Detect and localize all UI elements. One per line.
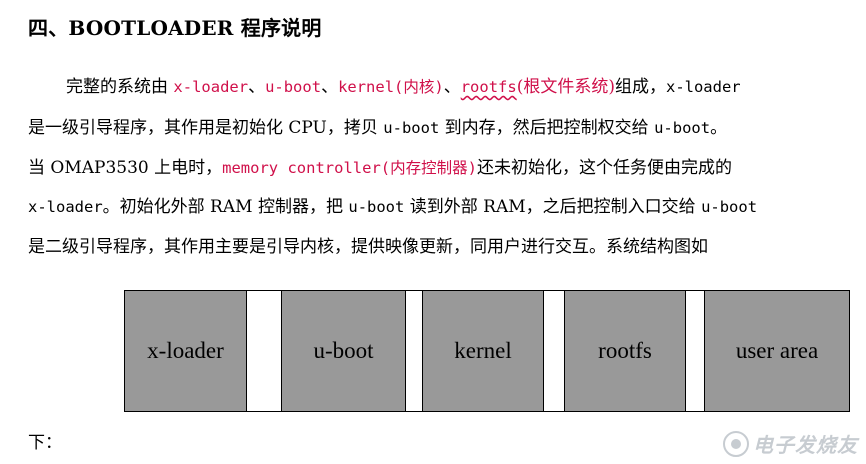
paragraph-line-4: x-loader。初始化外部 RAM 控制器，把 u-boot 读到外部 RAM… [28, 192, 757, 217]
section-heading: 四、BOOTLOADER 程序说明 [28, 16, 322, 40]
line1-indent: 完整的系统由 [66, 77, 174, 97]
paragraph-line-5: 是二级引导程序，其作用主要是引导内核，提供映像更新，同用户进行交互。系统结构图如 [28, 237, 708, 257]
term-rootfs: rootfs [460, 78, 517, 96]
line4-part1: 。初始化外部 RAM 控制器，把 [102, 197, 349, 217]
paragraph-line-3: 当 OMAP3530 上电时，memory controller(内存控制器)还… [28, 153, 732, 178]
line3-part1: 当 OMAP3530 上电时， [28, 158, 223, 178]
diagram-block-kernel: kernel [422, 289, 544, 412]
paragraph-line-6: 下： [28, 433, 62, 453]
diagram-block-user-area: user area [704, 289, 850, 412]
term-rootfs-note: (根文件系统) [516, 77, 615, 97]
term-memory-controller: memory controller(内存控制器) [222, 159, 477, 177]
paragraph-line-1: 完整的系统由 x-loader、u-boot、kernel(内核)、rootfs… [28, 72, 741, 97]
separator: 、 [248, 77, 266, 97]
term-uboot: u-boot [265, 78, 322, 96]
system-structure-diagram: x-loader u-boot kernel rootfs user area [124, 289, 850, 412]
separator: 、 [321, 77, 339, 97]
watermark-text: 电子发烧友 [753, 433, 858, 457]
watermark-logo-icon [723, 430, 749, 457]
term-uboot-plain: u-boot [654, 119, 711, 137]
paragraph-line-2: 是一级引导程序，其作用是初始化 CPU，拷贝 u-boot 到内存，然后把控制权… [28, 113, 727, 138]
line2-part1: 是一级引导程序，其作用是初始化 CPU，拷贝 [28, 118, 384, 138]
term-kernel: kernel(内核) [338, 78, 444, 96]
term-uboot-plain: u-boot [383, 119, 440, 137]
diagram-block-uboot: u-boot [281, 289, 406, 412]
term-uboot-plain: u-boot [701, 198, 758, 216]
line2-part3: 。 [710, 118, 728, 138]
diagram-block-xloader: x-loader [124, 289, 247, 412]
line3-part2: 还未初始化，这个任务便由完成的 [476, 158, 732, 178]
diagram-block-rootfs: rootfs [564, 289, 686, 412]
term-xloader-plain: x-loader [28, 198, 103, 216]
watermark: 电子发烧友 [723, 429, 858, 458]
term-xloader-plain: x-loader [665, 78, 741, 96]
term-xloader: x-loader [173, 78, 249, 96]
line2-part2: 到内存，然后把控制权交给 [439, 118, 655, 138]
term-uboot-plain: u-boot [348, 198, 405, 216]
line1-tail: 组成， [614, 77, 666, 97]
line4-part2: 读到外部 RAM，之后把控制入口交给 [404, 197, 702, 217]
separator: 、 [443, 77, 461, 97]
